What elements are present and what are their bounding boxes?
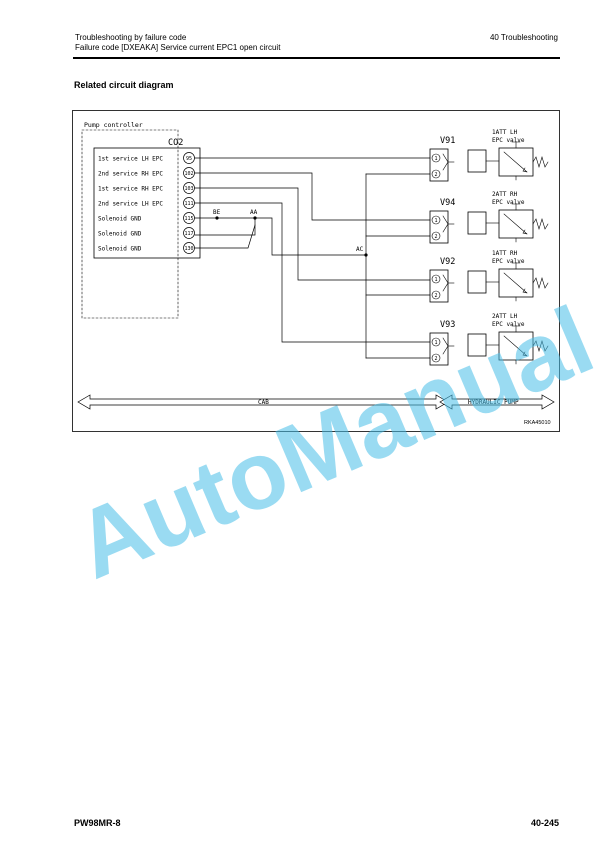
pin-111: 111 — [184, 201, 193, 207]
svg-text:1: 1 — [434, 277, 437, 283]
svg-text:EPC valve: EPC valve — [492, 258, 525, 265]
pin-label-117: Solenoid GND — [98, 231, 142, 238]
svg-text:1: 1 — [434, 218, 437, 224]
pin-label-115: Solenoid GND — [98, 216, 142, 223]
pin-115: 115 — [184, 216, 193, 222]
svg-text:V91: V91 — [440, 136, 455, 146]
pin-label-95: 1st service LH EPC — [98, 156, 163, 163]
svg-text:V93: V93 — [440, 320, 455, 330]
circuit-diagram: Pump controller CO2 1st service LH EPC 2… — [72, 110, 560, 432]
junction-ac: AC — [356, 246, 364, 253]
junction-aa-dot — [253, 216, 257, 220]
pin-117: 117 — [184, 231, 193, 237]
valve-v92: V92 1ATT RH EPC valve 1 2 — [429, 250, 549, 303]
pin-102: 102 — [184, 171, 193, 177]
svg-text:1: 1 — [434, 156, 437, 162]
pin-label-103: 1st service RH EPC — [98, 186, 163, 193]
cab-arrow — [77, 394, 449, 410]
controller-label: Pump controller — [84, 121, 143, 129]
svg-text:1: 1 — [434, 340, 437, 346]
valve-v93: V93 2ATT LH EPC valve 1 2 — [429, 313, 549, 366]
svg-text:2: 2 — [434, 172, 437, 178]
junction-be-dot — [215, 216, 219, 220]
pin-label-102: 2nd service RH EPC — [98, 171, 163, 178]
valve-v94: V94 2ATT RH EPC valve 1 2 — [429, 191, 549, 244]
figure-ref: RKA45010 — [524, 420, 551, 426]
header-chapter: 40 Troubleshooting — [489, 33, 558, 42]
junction-ac-dot — [364, 253, 368, 257]
hydraulic-pump-arrow — [439, 394, 555, 410]
junction-aa: AA — [250, 209, 258, 216]
svg-text:1ATT LH: 1ATT LH — [492, 129, 518, 136]
wiring — [194, 157, 431, 359]
pin-103: 103 — [184, 186, 193, 192]
header-title: Troubleshooting by failure code — [75, 33, 187, 42]
svg-text:V92: V92 — [440, 257, 455, 267]
svg-text:2: 2 — [434, 234, 437, 240]
pin-130: 130 — [184, 246, 193, 252]
svg-text:2: 2 — [434, 293, 437, 299]
svg-text:1ATT RH: 1ATT RH — [492, 250, 518, 257]
pin-label-130: Solenoid GND — [98, 246, 142, 253]
svg-text:2: 2 — [434, 356, 437, 362]
header-rule — [73, 57, 560, 59]
hydraulic-pump-label: HYDRAULIC PUMP — [468, 399, 519, 406]
svg-text:EPC valve: EPC valve — [492, 199, 525, 206]
cab-label: CAB — [258, 399, 269, 406]
junction-be: BE — [213, 209, 221, 216]
valve-v91: V91 1ATT LH EPC valve 1 2 — [429, 129, 549, 182]
section-title: Related circuit diagram — [74, 80, 174, 90]
pin-label-111: 2nd service LH EPC — [98, 201, 163, 208]
footer-model: PW98MR-8 — [74, 818, 121, 828]
controller-outline — [81, 129, 179, 319]
svg-text:V94: V94 — [440, 198, 455, 208]
svg-text:2ATT LH: 2ATT LH — [492, 313, 518, 320]
connector-co2-label: CO2 — [168, 138, 183, 148]
pin-95: 95 — [186, 156, 192, 162]
header-subtitle: Failure code [DXEAKA] Service current EP… — [75, 43, 281, 52]
diagram-frame — [72, 110, 560, 432]
svg-text:EPC valve: EPC valve — [492, 137, 525, 144]
footer-page-number: 40-245 — [530, 818, 559, 828]
svg-text:2ATT RH: 2ATT RH — [492, 191, 518, 198]
svg-text:EPC valve: EPC valve — [492, 321, 525, 328]
